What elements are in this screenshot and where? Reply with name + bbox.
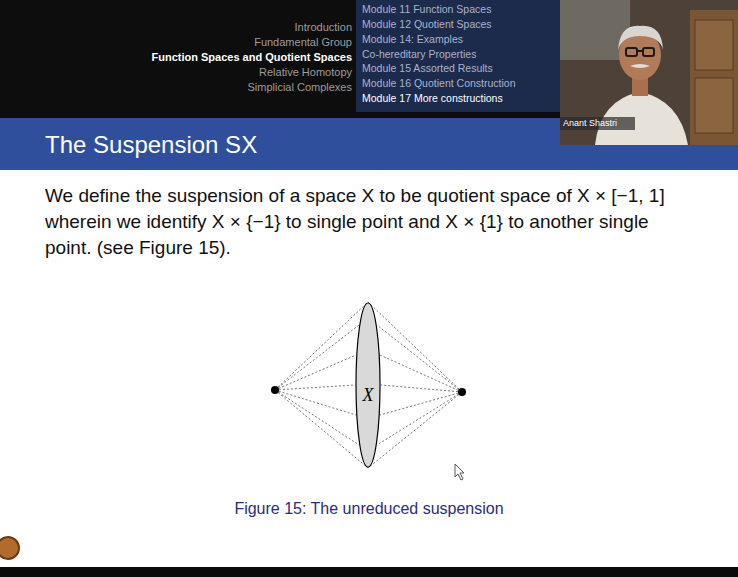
body-text: We define the suspension of a space X to… — [45, 183, 695, 261]
speaker-name: Anant Shastri — [563, 118, 617, 128]
nav-item: Introduction — [0, 21, 352, 33]
module-panel — [356, 0, 560, 112]
mouse-cursor — [455, 464, 464, 480]
space-ellipse: X — [355, 302, 381, 468]
nav-item: Fundamental Group — [0, 36, 352, 48]
logo — [0, 537, 19, 559]
nav-item: Simplicial Complexes — [0, 81, 352, 93]
nav-item: Module 15 Assorted Results — [362, 62, 493, 74]
nav-item: Co-hereditary Properties — [362, 48, 476, 60]
nav-item: Module 11 Function Spaces — [362, 3, 491, 15]
nav-item: Module 16 Quotient Construction — [362, 77, 516, 89]
ellipse-shape — [356, 303, 380, 467]
cone-point — [271, 386, 279, 394]
nav-item: Relative Homotopy — [0, 66, 352, 78]
footer-band — [0, 567, 738, 577]
suspension-lines — [275, 302, 462, 468]
nav-item: Module 17 More constructions — [362, 92, 503, 104]
nav-item: Module 12 Quotient Spaces — [362, 18, 492, 30]
figure-caption: Figure 15: The unreduced suspension — [0, 500, 738, 518]
lecturer-photo — [560, 0, 738, 145]
frame-title: The Suspension SX — [45, 131, 257, 159]
cone-point — [458, 388, 466, 396]
nav-item: Function Spaces and Quotient Spaces — [0, 51, 352, 63]
space-label: X — [363, 385, 374, 406]
nav-item: Module 14: Examples — [362, 33, 463, 45]
